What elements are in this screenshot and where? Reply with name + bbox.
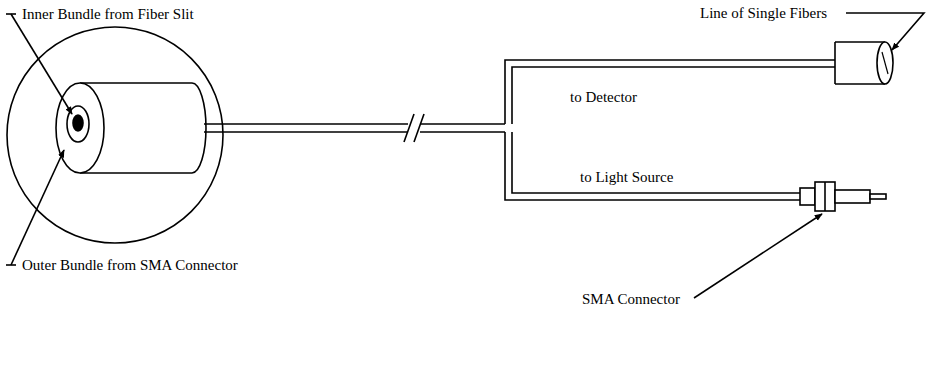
leader-line (6, 13, 924, 298)
detector-connector (835, 42, 893, 84)
bundle-end-connector (56, 83, 206, 173)
part-label: Inner Bundle from Fiber Slit (22, 5, 194, 23)
sma-connector-symbol (800, 182, 886, 211)
part-label: Line of Single Fibers (700, 4, 827, 22)
fiber-cable (204, 60, 835, 200)
part-label: to Detector (570, 88, 637, 106)
part-label: SMA Connector (582, 290, 680, 308)
part-label: to Light Source (580, 168, 673, 186)
part-label: Outer Bundle from SMA Connector (22, 256, 238, 274)
